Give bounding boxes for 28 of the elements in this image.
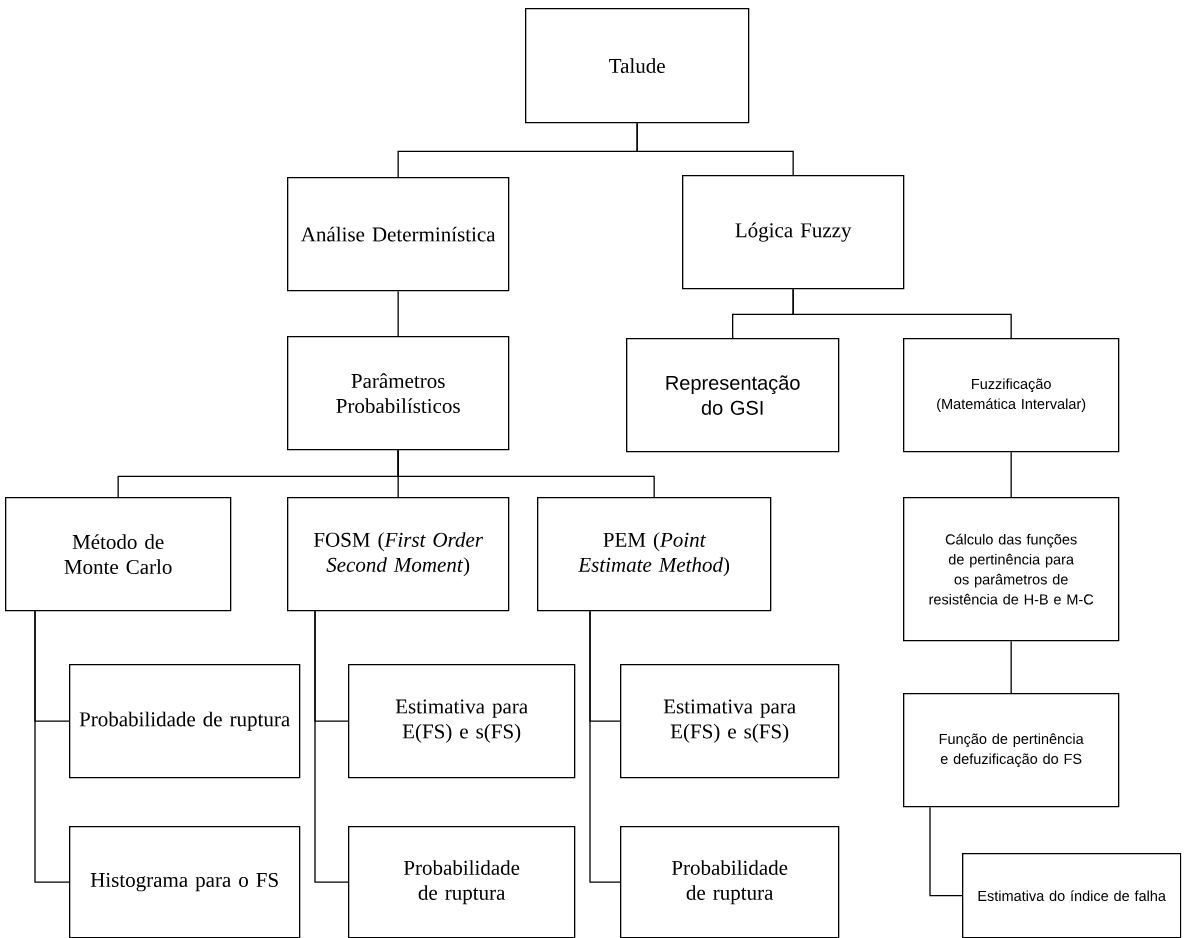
process-box: PEM (Point Estimate Method) (537, 497, 772, 612)
connector-line (397, 290, 399, 337)
connector-line (314, 610, 349, 883)
connector-line (1010, 451, 1012, 498)
process-box: Estimativa do índice de falha (962, 853, 1182, 938)
process-box: Representação do GSI (626, 338, 840, 453)
process-box: Estimativa para E(FS) e s(FS) (620, 664, 840, 779)
connector-line (636, 122, 794, 176)
connector-line (34, 610, 70, 883)
connector-line (929, 806, 963, 897)
connector-line (792, 288, 1012, 339)
connector-line (1010, 640, 1012, 694)
process-box: Estimativa para E(FS) e s(FS) (348, 664, 576, 779)
process-box: Cálculo das funções de pertinência para os parâmetros de resistência de H-B e M-C (903, 497, 1120, 642)
process-box: Talude (525, 8, 750, 124)
connector-line (589, 610, 621, 883)
process-box: Parâmetros Probabilísticos (287, 336, 510, 451)
process-box: Fuzzificação (Matemática Intervalar) (903, 338, 1120, 453)
process-box: Lógica Fuzzy (682, 175, 905, 290)
process-box: Análise Determinística (287, 177, 510, 292)
process-box: FOSM (First Order Second Moment) (287, 497, 510, 612)
process-box: Probabilidade de ruptura (69, 664, 301, 779)
connector-line (397, 449, 655, 498)
process-box: Probabilidade de ruptura (348, 826, 576, 938)
process-box: Probabilidade de ruptura (620, 826, 840, 938)
process-box: Função de pertinência e defuzificação do FS (903, 693, 1120, 808)
process-box: Método de Monte Carlo (5, 497, 232, 612)
process-box: Histograma para o FS (69, 826, 301, 938)
